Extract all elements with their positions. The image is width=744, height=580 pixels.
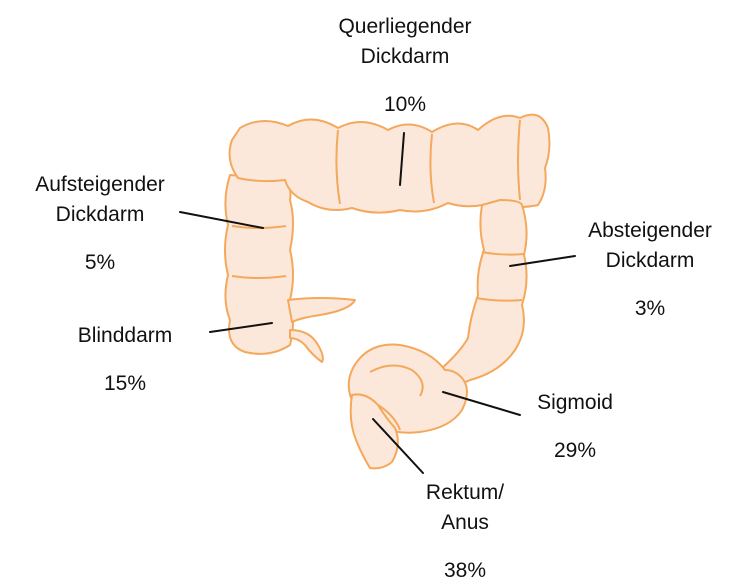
- appendix-tail: [290, 330, 323, 362]
- colon-shape: [225, 115, 549, 469]
- label-querliegender-dickdarm: Querliegender Dickdarm 10%: [300, 12, 510, 120]
- region-name-line2: Dickdarm: [560, 246, 740, 276]
- region-name-line1: Sigmoid: [505, 388, 645, 418]
- region-percent: 29%: [505, 436, 645, 466]
- region-name-line1: Blinddarm: [40, 321, 210, 351]
- region-name-line2: Dickdarm: [5, 200, 195, 230]
- label-sigmoid: Sigmoid 29%: [505, 388, 645, 466]
- label-absteigender-dickdarm: Absteigender Dickdarm 3%: [560, 216, 740, 324]
- label-aufsteigender-dickdarm: Aufsteigender Dickdarm 5%: [5, 170, 195, 278]
- region-name-line1: Absteigender: [560, 216, 740, 246]
- region-percent: 3%: [560, 294, 740, 324]
- region-percent: 10%: [300, 90, 510, 120]
- region-name-line1: Rektum/: [405, 478, 525, 508]
- descending-colon: [442, 200, 527, 383]
- label-rektum-anus: Rektum/ Anus 38%: [405, 478, 525, 580]
- appendix: [288, 298, 355, 322]
- region-name-line1: Querliegender: [300, 12, 510, 42]
- label-blinddarm: Blinddarm 15%: [40, 321, 210, 399]
- ascending-colon: [225, 175, 293, 354]
- region-name-line2: Dickdarm: [300, 42, 510, 72]
- region-percent: 5%: [5, 248, 195, 278]
- region-name-line1: Aufsteigender: [5, 170, 195, 200]
- region-name-line2: Anus: [405, 508, 525, 538]
- region-percent: 15%: [40, 369, 210, 399]
- region-percent: 38%: [405, 556, 525, 580]
